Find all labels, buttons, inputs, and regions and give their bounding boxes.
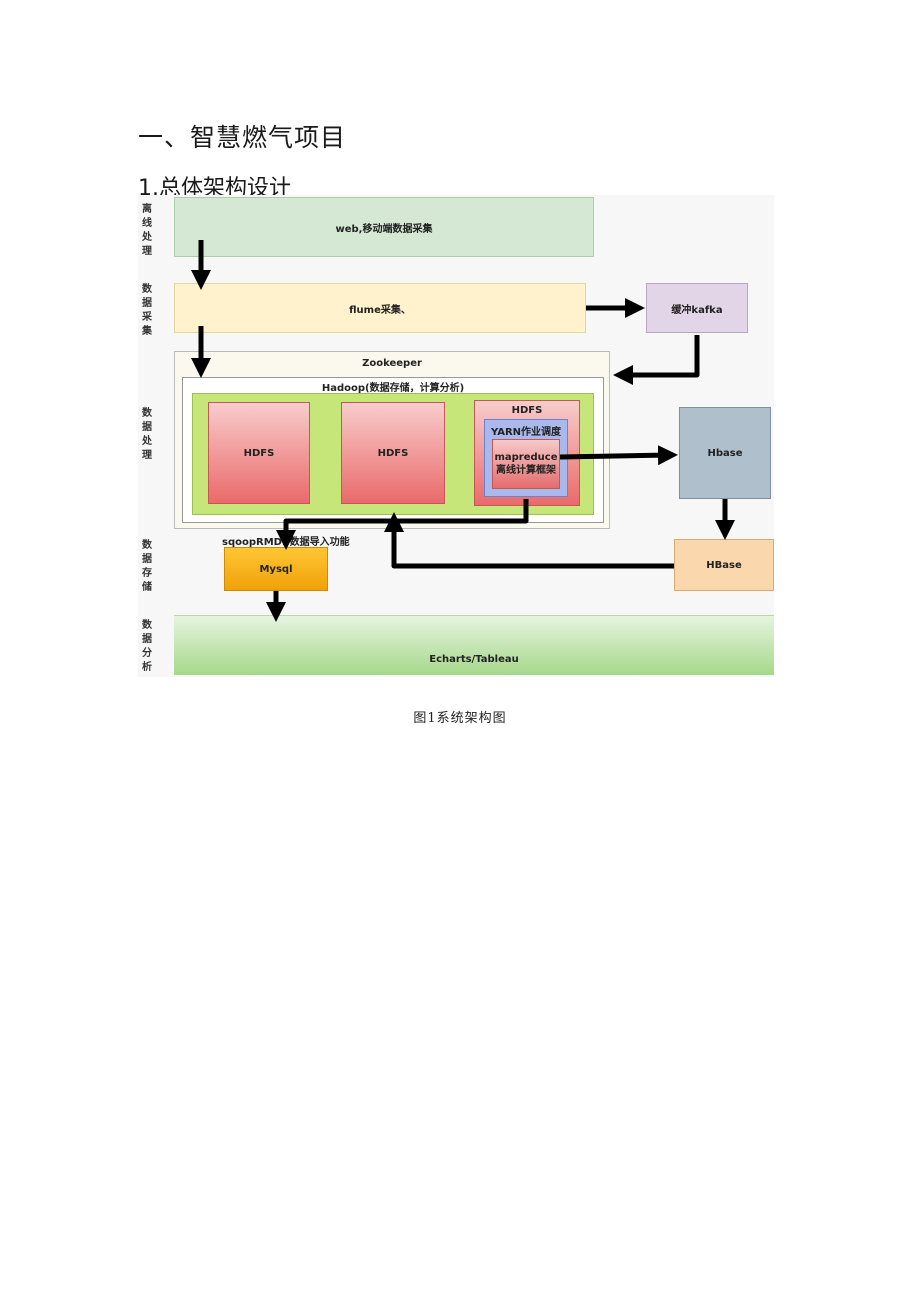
hbase-box-bottom: HBase <box>674 539 774 591</box>
hbase-box-top: Hbase <box>679 407 771 499</box>
mapreduce-box: mapreduce 离线计算框架 <box>492 439 560 489</box>
row-label-storage: 数据存储 <box>142 540 152 593</box>
figure-caption: 图1系统架构图 <box>413 711 507 726</box>
arrow-kafka-to-zookeeper <box>613 335 700 385</box>
row-label-collect: 数据采集 <box>142 284 152 337</box>
mapreduce-subtitle: 离线计算框架 <box>496 465 556 476</box>
flume-collection-layer: flume采集、 <box>174 283 586 333</box>
mapreduce-title: mapreduce <box>494 452 558 463</box>
page-heading: 一、智慧燃气项目 <box>138 123 347 152</box>
echarts-tableau-layer: Echarts/Tableau <box>174 615 774 675</box>
flow-arrows <box>191 240 735 622</box>
row-label-offline: 离线处理 <box>142 204 152 257</box>
architecture-diagram: 离线处理 数据采集 数据处理 数据存储 数据分析 web,移动端数据采集 flu… <box>138 195 774 677</box>
row-label-analysis: 数据分析 <box>142 620 152 673</box>
kafka-buffer-box: 缓冲kafka <box>646 283 748 333</box>
mysql-box: Mysql <box>224 547 328 591</box>
arrow-hdfs-to-mysql <box>276 499 529 550</box>
web-collection-layer: web,移动端数据采集 <box>174 197 594 257</box>
row-label-process: 数据处理 <box>142 408 152 461</box>
hdfs-node-1: HDFS <box>208 402 310 504</box>
hdfs-node-2: HDFS <box>341 402 445 504</box>
arrow-hbase-to-hadoop <box>384 512 674 569</box>
arrow-mapreduce-to-hbase <box>559 445 678 466</box>
